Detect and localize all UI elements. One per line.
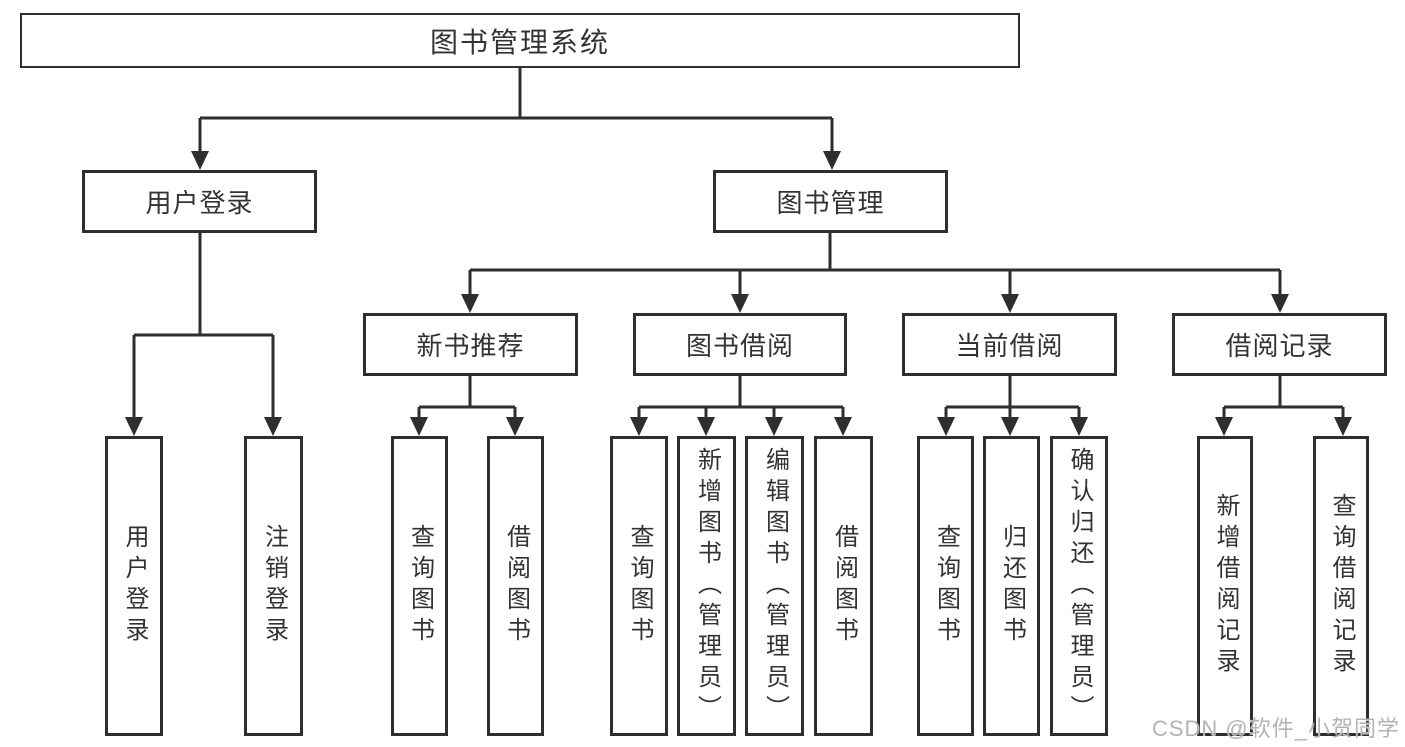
leaf-return-book-label: 归还图书 <box>998 524 1026 648</box>
leaf-query-books-recommend-label: 查询图书 <box>406 524 434 648</box>
leaf-add-borrow-record: 新增借阅记录 <box>1197 436 1253 736</box>
leaf-query-books-borrow: 查询图书 <box>610 436 668 736</box>
node-book-borrow-label: 图书借阅 <box>685 331 794 361</box>
leaf-borrow-books-label: 借阅图书 <box>830 524 858 648</box>
node-library-system: 图书管理系统 <box>20 13 1020 68</box>
node-user-login-label: 用户登录 <box>145 188 254 218</box>
node-new-book-recommend: 新书推荐 <box>363 313 578 376</box>
leaf-return-book: 归还图书 <box>983 436 1040 736</box>
node-borrow-records: 借阅记录 <box>1172 313 1387 376</box>
leaf-user-login: 用户登录 <box>105 436 163 736</box>
node-current-borrow: 当前借阅 <box>902 313 1117 376</box>
node-borrow-records-label: 借阅记录 <box>1225 331 1334 361</box>
leaf-query-books-recommend: 查询图书 <box>391 436 448 736</box>
leaf-add-borrow-record-label: 新增借阅记录 <box>1212 493 1239 679</box>
leaf-query-books-current: 查询图书 <box>917 436 974 736</box>
node-library-system-label: 图书管理系统 <box>429 26 610 58</box>
node-book-borrow: 图书借阅 <box>633 313 847 376</box>
watermark: CSDN @软件_小贺同学 <box>1151 716 1400 741</box>
leaf-add-book-admin-label: 新增图书（管理员） <box>693 446 721 726</box>
node-new-book-recommend-label: 新书推荐 <box>416 331 525 361</box>
node-book-management-label: 图书管理 <box>776 188 885 218</box>
leaf-edit-book-admin: 编辑图书（管理员） <box>745 436 804 736</box>
node-book-management: 图书管理 <box>713 170 948 233</box>
leaf-user-login-label: 用户登录 <box>121 524 148 648</box>
leaf-logout: 注销登录 <box>244 436 303 736</box>
leaf-query-books-current-label: 查询图书 <box>932 524 960 648</box>
leaf-borrow-books-recommend-label: 借阅图书 <box>502 524 530 648</box>
node-current-borrow-label: 当前借阅 <box>955 331 1064 361</box>
leaf-query-borrow-record: 查询借阅记录 <box>1313 436 1369 736</box>
leaf-query-books-borrow-label: 查询图书 <box>626 524 653 648</box>
leaf-add-book-admin: 新增图书（管理员） <box>677 436 736 736</box>
node-user-login: 用户登录 <box>82 170 317 233</box>
leaf-query-borrow-record-label: 查询借阅记录 <box>1328 493 1355 679</box>
leaf-borrow-books: 借阅图书 <box>814 436 873 736</box>
leaf-borrow-books-recommend: 借阅图书 <box>487 436 544 736</box>
leaf-confirm-return-admin: 确认归还（管理员） <box>1050 436 1108 736</box>
leaf-edit-book-admin-label: 编辑图书（管理员） <box>761 446 789 726</box>
arrowheads <box>125 151 1352 436</box>
leaf-confirm-return-admin-label: 确认归还（管理员） <box>1066 446 1093 726</box>
leaf-logout-label: 注销登录 <box>260 524 288 648</box>
